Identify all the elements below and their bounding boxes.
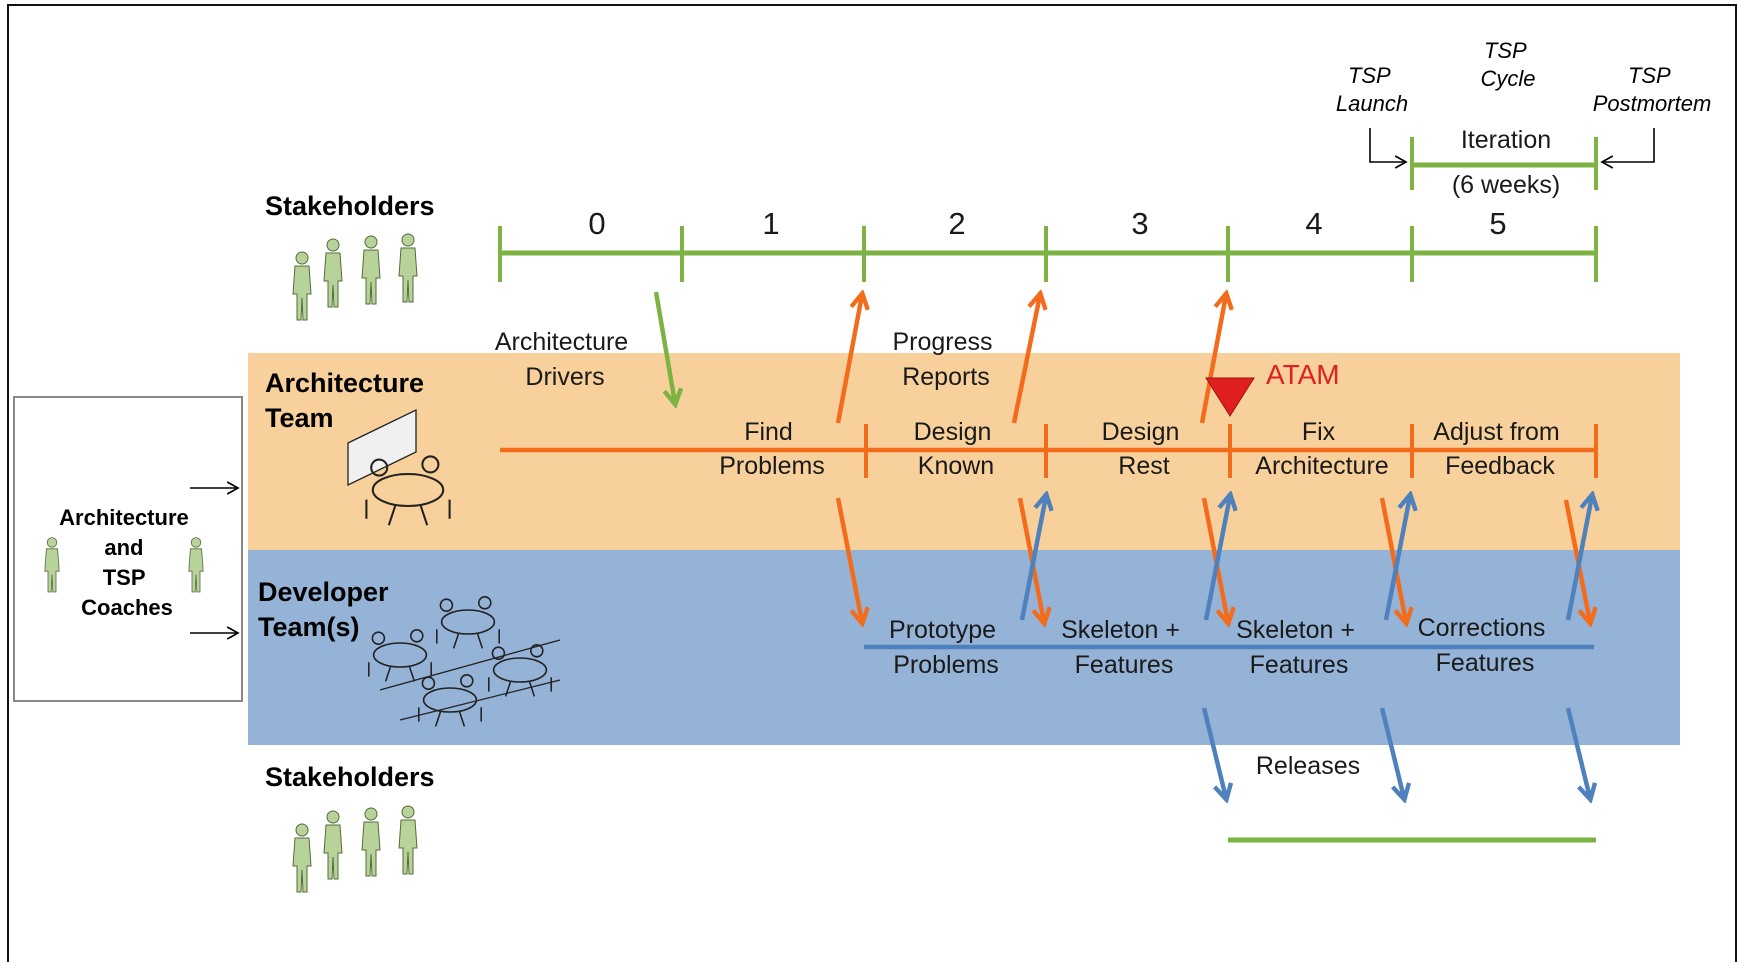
dev-to-arch-arrow-1 — [1019, 496, 1046, 621]
dev-to-arch-arrow-3 — [1383, 496, 1410, 621]
architecture-team-label: Architecture Team — [265, 368, 432, 433]
progress-report-arrow-1 — [835, 295, 862, 424]
tsp-launch-label: TSP Launch — [1336, 63, 1408, 116]
arch-to-dev-arrow-4 — [1379, 497, 1406, 622]
outer-border — [7, 4, 1737, 962]
releases-label: Releases — [1256, 752, 1360, 780]
iteration-3: 3 — [1131, 206, 1148, 241]
release-arrow-2 — [1379, 707, 1404, 798]
dev-phase-corrections: Corrections Features — [1418, 614, 1553, 677]
tsp-cycle-label: TSP Cycle — [1480, 38, 1535, 91]
iteration-0: 0 — [588, 206, 605, 241]
progress-reports-label: Progress Reports — [893, 328, 1000, 391]
architecture-meeting-illustration — [347, 408, 451, 527]
progress-report-arrow-2 — [1011, 295, 1040, 424]
dev-phase-skeleton-1: Skeleton + Features — [1061, 616, 1187, 679]
developer-workstations-illustration — [368, 596, 561, 728]
tsp-postmortem-arrow — [1600, 128, 1655, 169]
architecture-drivers-label: Architecture Drivers — [495, 328, 635, 391]
coaches-label: Architecture and TSP Coaches — [59, 505, 195, 620]
arch-phase-find-problems: Find Problems — [719, 418, 825, 480]
iteration-numbers: 0 1 2 3 4 5 — [588, 206, 1506, 241]
iteration-duration-label: (6 weeks) — [1452, 171, 1560, 199]
tsp-launch-arrow — [1369, 128, 1408, 169]
iteration-label: Iteration — [1461, 126, 1551, 154]
arch-phase-adjust-feedback: Adjust from Feedback — [1433, 418, 1566, 480]
iteration-1: 1 — [762, 206, 779, 241]
iteration-2: 2 — [948, 206, 965, 241]
arch-phase-design-rest: Design Rest — [1102, 418, 1187, 480]
coaches-box — [13, 396, 243, 702]
atam-label: ATAM — [1266, 359, 1340, 390]
arch-phase-design-known: Design Known — [914, 418, 999, 480]
release-arrow-3 — [1565, 707, 1590, 798]
developer-phases: Prototype Problems Skeleton + Features S… — [889, 614, 1553, 679]
atam-marker — [1205, 377, 1255, 417]
progress-report-arrow-3 — [1199, 295, 1226, 424]
stakeholders-top-figures — [292, 233, 418, 321]
iteration-5: 5 — [1489, 206, 1506, 241]
architecture-phases: Find Problems Design Known Design Rest F… — [719, 418, 1566, 480]
architecture-drivers-arrow — [653, 291, 675, 403]
dev-phase-skeleton-2: Skeleton + Features — [1236, 616, 1362, 679]
developer-team-label: Developer Team(s) — [258, 577, 396, 642]
architecture-ticks — [864, 424, 1598, 478]
dev-phase-prototype: Prototype Problems — [889, 616, 1003, 679]
dev-to-arch-arrow-2 — [1203, 496, 1230, 621]
release-arrow-1 — [1201, 707, 1226, 798]
dev-to-arch-arrow-4 — [1565, 496, 1592, 621]
stakeholders-bottom-label: Stakeholders — [265, 762, 435, 792]
arch-phase-fix-architecture: Fix Architecture — [1255, 418, 1388, 480]
timeline-ticks — [498, 226, 1598, 282]
arch-to-dev-arrow-1 — [835, 497, 862, 622]
iteration-4: 4 — [1305, 206, 1322, 241]
stakeholders-bottom-figures — [292, 805, 418, 893]
stakeholders-top-label: Stakeholders — [265, 191, 435, 221]
tsp-postmortem-label: TSP Postmortem — [1593, 63, 1712, 116]
